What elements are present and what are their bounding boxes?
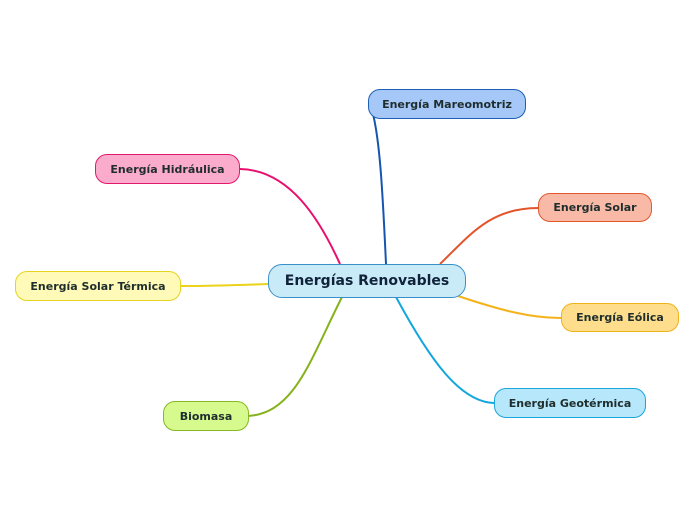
connector-hidraulica	[239, 168, 341, 265]
connector-solar	[439, 207, 539, 265]
node-energia-geotermica[interactable]: Energía Geotérmica	[494, 388, 646, 418]
node-energia-eolica[interactable]: Energía Eólica	[561, 303, 679, 332]
connector-geotermica	[395, 296, 495, 404]
connector-mareomotriz	[369, 103, 387, 265]
connector-eolica	[457, 295, 562, 319]
connector-solar-termica	[179, 283, 269, 287]
node-energia-hidraulica[interactable]: Energía Hidráulica	[95, 154, 240, 184]
connector-biomasa	[247, 296, 343, 417]
central-node-energias-renovables[interactable]: Energías Renovables	[268, 264, 466, 298]
node-biomasa[interactable]: Biomasa	[163, 401, 249, 431]
node-energia-solar-termica[interactable]: Energía Solar Térmica	[15, 271, 181, 301]
node-energia-solar[interactable]: Energía Solar	[538, 193, 652, 222]
node-energia-mareomotriz[interactable]: Energía Mareomotriz	[368, 89, 526, 119]
